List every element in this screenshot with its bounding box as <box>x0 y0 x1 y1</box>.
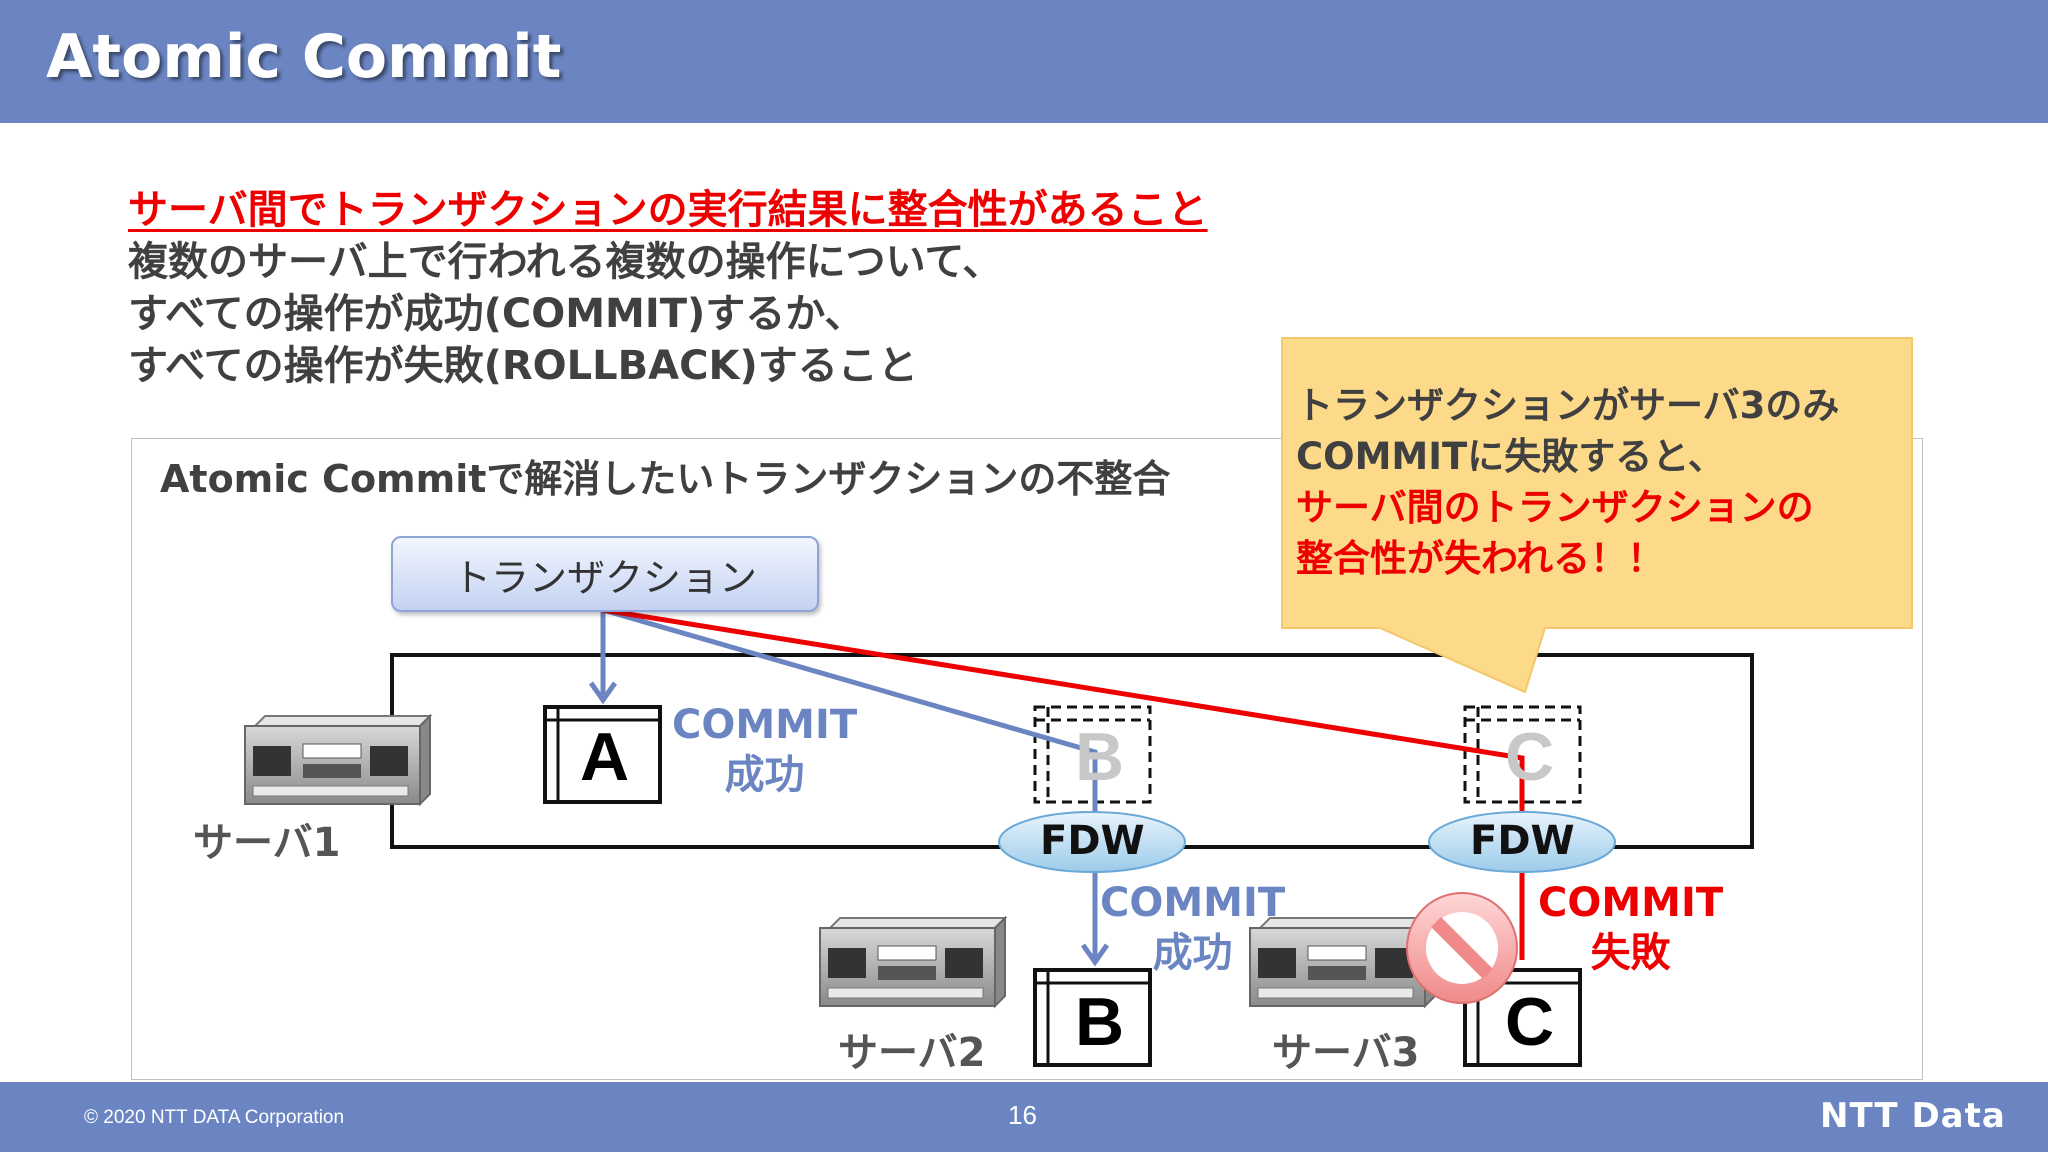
definition-line-2: すべての操作が成功(COMMIT)するか、 <box>128 291 865 337</box>
table-b-remote <box>1033 705 1152 804</box>
footer-bar <box>0 1082 2048 1152</box>
copyright: © 2020 NTT DATA Corporation <box>84 1107 345 1128</box>
table-a-label: A <box>580 719 630 795</box>
commit-b-line-1: COMMIT <box>1100 880 1286 926</box>
commit-c-line-1: COMMIT <box>1538 880 1724 926</box>
commit-c-label: COMMIT 失敗 <box>1538 878 1723 978</box>
definition-heading: サーバ間でトランザクションの実行結果に整合性があること <box>128 187 1208 233</box>
callout-line-2: COMMITに失敗すると、 <box>1296 435 1725 478</box>
arrow-to-b <box>602 607 1110 967</box>
server2-label: サーバ2 <box>838 1030 986 1076</box>
callout-bubble <box>1281 337 1913 694</box>
callout-line-1: トランザクションがサーバ3のみ <box>1296 384 1840 427</box>
definition-line-3: すべての操作が失敗(ROLLBACK)すること <box>128 343 918 389</box>
fdw-b <box>998 811 1186 873</box>
server3-label: サーバ3 <box>1272 1030 1420 1076</box>
arrow-to-a <box>588 610 618 705</box>
table-b-remote-label: B <box>1075 719 1125 795</box>
commit-a-label: COMMIT 成功 <box>672 700 857 800</box>
page-number: 16 <box>1008 1100 1037 1130</box>
server1-icon <box>244 713 433 807</box>
callout-line-3: サーバ間のトランザクションの <box>1296 486 1814 529</box>
table-c <box>1463 968 1582 1067</box>
commit-c-line-2: 失敗 <box>1590 930 1671 976</box>
server2-icon <box>819 915 1008 1009</box>
commit-b-label: COMMIT 成功 <box>1100 878 1285 978</box>
slide-title: Atomic Commit <box>46 22 562 92</box>
commit-a-line-2: 成功 <box>724 752 805 798</box>
fdw-b-label: FDW <box>1040 818 1145 864</box>
title-bar <box>0 0 2048 123</box>
company-logo: NTT Data <box>1820 1096 2006 1136</box>
line-to-c <box>602 607 1525 960</box>
table-c-remote-label: C <box>1505 719 1555 795</box>
table-c-label: C <box>1505 984 1555 1060</box>
diagram-title: Atomic Commitで解消したいトランザクションの不整合 <box>160 457 1171 501</box>
definition-line-1: 複数のサーバ上で行われる複数の操作について、 <box>128 239 1003 285</box>
fdw-c <box>1428 811 1616 873</box>
callout-line-4: 整合性が失われる！！ <box>1296 537 1665 580</box>
fdw-c-label: FDW <box>1470 818 1575 864</box>
table-b <box>1033 968 1152 1067</box>
table-b-label: B <box>1075 984 1125 1060</box>
table-c-remote <box>1463 705 1582 804</box>
server1-label: サーバ1 <box>193 820 341 866</box>
commit-a-line-1: COMMIT <box>672 702 858 748</box>
commit-b-line-2: 成功 <box>1152 930 1233 976</box>
callout-text: トランザクションがサーバ3のみ COMMITに失敗すると、 サーバ間のトランザク… <box>1296 380 1839 584</box>
table-a <box>543 705 662 804</box>
prohibit-icon <box>1406 892 1518 1004</box>
transaction-box: トランザクション <box>391 536 819 612</box>
